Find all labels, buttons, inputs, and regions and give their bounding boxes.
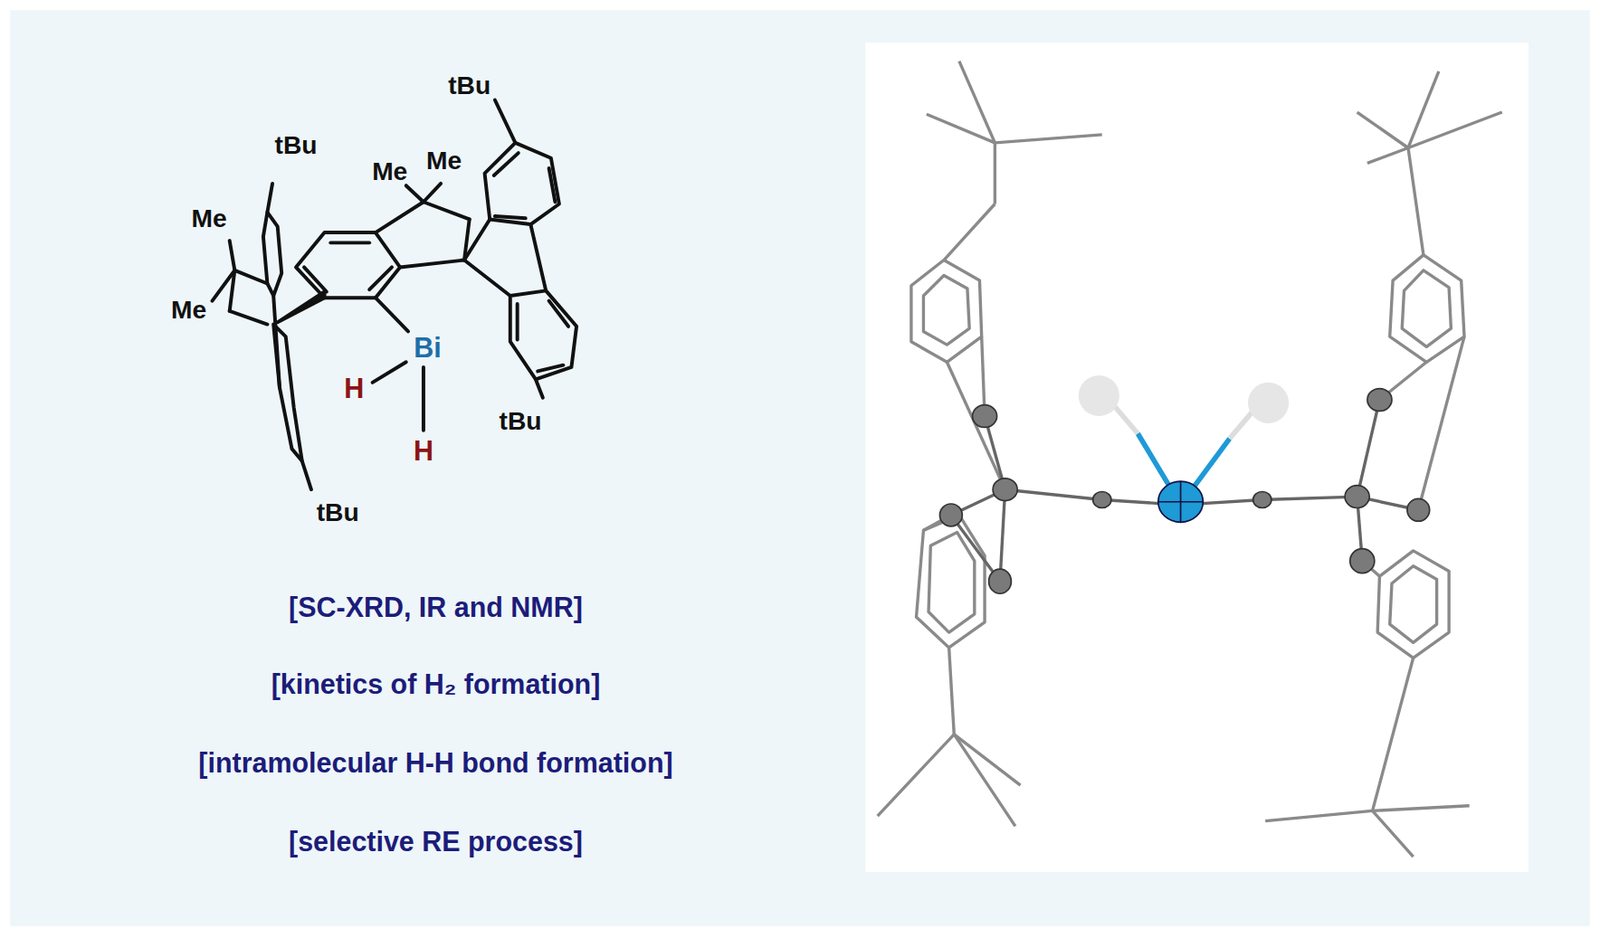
- chem-label: tBu: [316, 499, 360, 525]
- chem-label: tBu: [275, 132, 318, 158]
- caption-line: [SC-XRD, IR and NMR]: [288, 594, 583, 622]
- caption-line: [intramolecular H-H bond formation]: [198, 750, 673, 778]
- chem-label: H: [413, 438, 434, 466]
- caption-line: [kinetics of H₂ formation]: [271, 671, 601, 699]
- chem-label: Bi: [413, 334, 441, 362]
- chem-label: Me: [191, 205, 228, 231]
- chem-label: Me: [171, 297, 207, 324]
- chem-label: tBu: [499, 409, 543, 435]
- chem-label: Me: [371, 158, 408, 184]
- caption-line: [selective RE process]: [288, 828, 583, 857]
- chem-label: Me: [426, 147, 462, 173]
- chem-label: H: [343, 376, 364, 404]
- chem-label: tBu: [447, 73, 491, 99]
